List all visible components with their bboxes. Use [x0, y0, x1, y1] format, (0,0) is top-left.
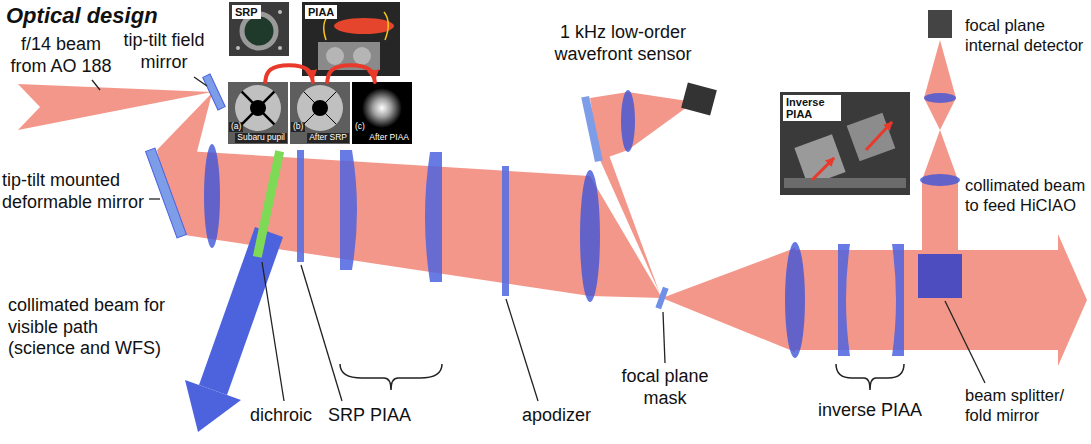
srp-photo	[229, 2, 289, 56]
pupil-image-panel: (b)After SRP	[290, 82, 350, 144]
apodized-pupil	[362, 88, 402, 128]
part-label: SRP	[328, 405, 366, 427]
part-label: focal plane mask	[612, 366, 718, 409]
field-mirror	[203, 74, 225, 110]
inverse-piaa-lens	[838, 244, 850, 356]
spider-vane	[242, 92, 275, 125]
collimated-beam	[170, 150, 590, 296]
fold-mirror	[581, 96, 603, 162]
leader-line	[262, 262, 284, 401]
lens	[924, 93, 956, 103]
leader-line	[945, 301, 985, 383]
inverse-piaa-photo-mount	[794, 134, 845, 185]
srp-photo-bolt	[278, 10, 282, 14]
pupil-image	[352, 82, 412, 144]
inverse-piaa-photo-arrow	[866, 122, 892, 150]
leader-line	[92, 80, 100, 90]
part-label: focal plane internal detector	[965, 16, 1087, 56]
leader-line	[663, 312, 665, 363]
diagram-title: Optical design	[6, 3, 158, 29]
lens	[580, 170, 600, 302]
srp-plate	[297, 150, 304, 262]
part-label: collimated beam to feed HiCIAO	[965, 176, 1087, 216]
panel-letter: (a)	[229, 122, 243, 132]
piaa-photo-arrow	[384, 12, 388, 40]
photo-inset: SRP	[229, 2, 289, 56]
part-label: PIAA	[370, 405, 416, 427]
bracket	[340, 364, 442, 390]
inverse-piaa-photo	[780, 92, 910, 195]
apodizer-plate	[502, 166, 509, 296]
inverse-piaa-photo-mount	[847, 113, 896, 162]
wfs-camera	[681, 83, 717, 116]
piaa-photo-holder	[353, 47, 371, 65]
inverse-piaa-photo-rail	[784, 178, 906, 188]
visible-beam-head	[185, 380, 241, 432]
fold-beam	[924, 40, 956, 98]
inverse-piaa-photo-arrow	[812, 158, 834, 180]
inverse-piaa-lens	[892, 244, 904, 356]
spider-vane	[304, 92, 337, 125]
panel-letter: (c)	[353, 122, 367, 132]
leader-line	[149, 198, 160, 199]
lens	[204, 144, 220, 248]
lens	[785, 242, 805, 358]
pupil-image-panel: (c)After PIAA	[352, 82, 412, 144]
flow-arrow	[327, 65, 375, 82]
lens	[621, 90, 635, 152]
fold-beam	[922, 130, 958, 180]
part-label: beam splitter/ fold mirror	[965, 386, 1087, 426]
part-label: tip-tilt mounted deformable mirror	[2, 170, 154, 213]
part-label: dichroic	[250, 405, 326, 427]
part-label: inverse PIAA	[812, 400, 928, 422]
pupil-image-panel: (a)Subaru pupil	[228, 82, 288, 144]
part-label: tip-tilt field mirror	[116, 30, 212, 73]
piaa-lens	[425, 152, 442, 282]
internal-detector	[928, 10, 952, 38]
photo-tag: Inverse PIAA	[783, 95, 841, 121]
dichroic-plate	[253, 150, 284, 258]
leader-line	[301, 265, 342, 401]
piaa-photo-beam	[334, 18, 394, 34]
panel-letter: (b)	[291, 122, 305, 132]
photo-inset: Inverse PIAA	[780, 92, 910, 195]
leader-line	[506, 299, 538, 401]
pupil-image	[228, 82, 288, 144]
bracket	[836, 364, 904, 390]
panel-caption: After SRP	[307, 133, 349, 143]
beam-splitter	[918, 254, 962, 298]
leader-line	[194, 77, 207, 86]
input-beam	[18, 84, 212, 130]
focal-plane-mask	[655, 287, 668, 310]
deformable-mirror	[146, 148, 187, 238]
srp-photo-bolt	[278, 46, 282, 50]
lens	[920, 174, 960, 186]
photo-inset: PIAA	[302, 2, 400, 76]
piaa-photo-holder	[326, 47, 344, 65]
panel-caption: After PIAA	[367, 133, 411, 143]
part-label: f/14 beam from AO 188	[2, 34, 120, 77]
converging-beam	[590, 176, 662, 298]
diverging-beam	[662, 248, 795, 352]
spider-vane	[304, 92, 337, 125]
part-label: 1 kHz low-order wavefront sensor	[538, 22, 708, 65]
photo-tag: PIAA	[305, 5, 337, 19]
srp-photo-ring	[242, 14, 276, 48]
photo-tag: SRP	[232, 5, 261, 19]
flow-arrow	[265, 65, 313, 82]
spider-vane	[242, 92, 275, 125]
part-label: collimated beam for visible path (scienc…	[8, 295, 168, 360]
piaa-lens	[340, 150, 357, 270]
part-label: apodizer	[522, 405, 612, 427]
pupil-image	[290, 82, 350, 144]
srp-photo-bolt	[236, 46, 240, 50]
panel-caption: Subaru pupil	[235, 133, 287, 143]
